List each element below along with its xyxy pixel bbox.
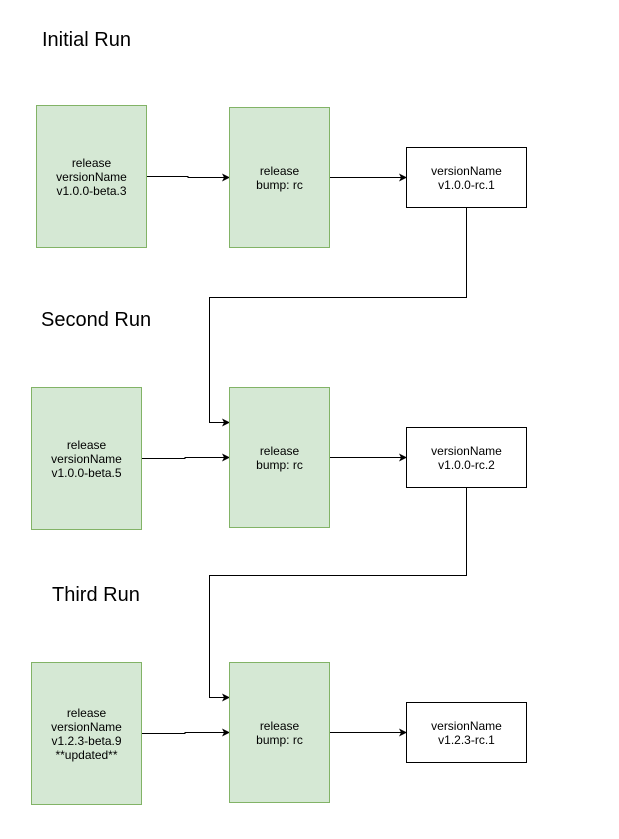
run1-output-node: versionName v1.0.0-rc.1 [406, 147, 527, 208]
run1-output-line-1: versionName [431, 163, 502, 178]
run1-process-line-1: release [259, 163, 300, 178]
run-title-second: Second Run [41, 309, 152, 331]
run3-output-node: versionName v1.2.3-rc.1 [406, 702, 527, 763]
run2-input-node: release versionName v1.0.0-beta.5 [31, 387, 142, 530]
edge-run1-output-to-run2-process [209, 207, 467, 427]
run3-input-line-3: v1.2.3-beta.9 [51, 733, 122, 748]
run3-process-node: release bump: rc [229, 662, 330, 803]
edge-run3-input-to-process [141, 728, 230, 737]
run1-input-node: release versionName v1.0.0-beta.3 [36, 105, 147, 248]
edge-run2-input-to-process [141, 453, 230, 462]
run3-output-line-1: versionName [431, 718, 502, 733]
run2-input-line-2: versionName [51, 451, 122, 466]
run3-input-line-1: release [66, 705, 107, 720]
run2-process-line-1: release [259, 443, 300, 458]
run3-input-node: release versionName v1.2.3-beta.9 **upda… [31, 662, 142, 805]
run-title-third: Third Run [52, 584, 140, 606]
run1-output-line-2: v1.0.0-rc.1 [438, 177, 495, 192]
run2-process-line-2: bump: rc [256, 457, 303, 472]
run1-input-line-3: v1.0.0-beta.3 [56, 183, 127, 198]
run-title-initial: Initial Run [42, 29, 131, 51]
run3-process-line-2: bump: rc [256, 732, 303, 747]
run2-output-line-1: versionName [431, 443, 502, 458]
run1-input-line-2: versionName [56, 169, 127, 184]
run3-input-line-4: **updated** [55, 747, 118, 762]
run3-output-line-2: v1.2.3-rc.1 [438, 732, 495, 747]
run2-process-node: release bump: rc [229, 387, 330, 528]
run1-input-line-1: release [71, 155, 112, 170]
run2-output-node: versionName v1.0.0-rc.2 [406, 427, 527, 488]
edge-run2-output-to-run3-process [209, 487, 467, 702]
run2-input-line-1: release [66, 437, 107, 452]
run2-input-line-3: v1.0.0-beta.5 [51, 465, 122, 480]
run2-output-line-2: v1.0.0-rc.2 [438, 457, 495, 472]
edge-run1-input-to-process [146, 173, 230, 182]
run1-process-line-2: bump: rc [256, 177, 303, 192]
run1-process-node: release bump: rc [229, 107, 330, 248]
run3-input-line-2: versionName [51, 719, 122, 734]
run3-process-line-1: release [259, 718, 300, 733]
